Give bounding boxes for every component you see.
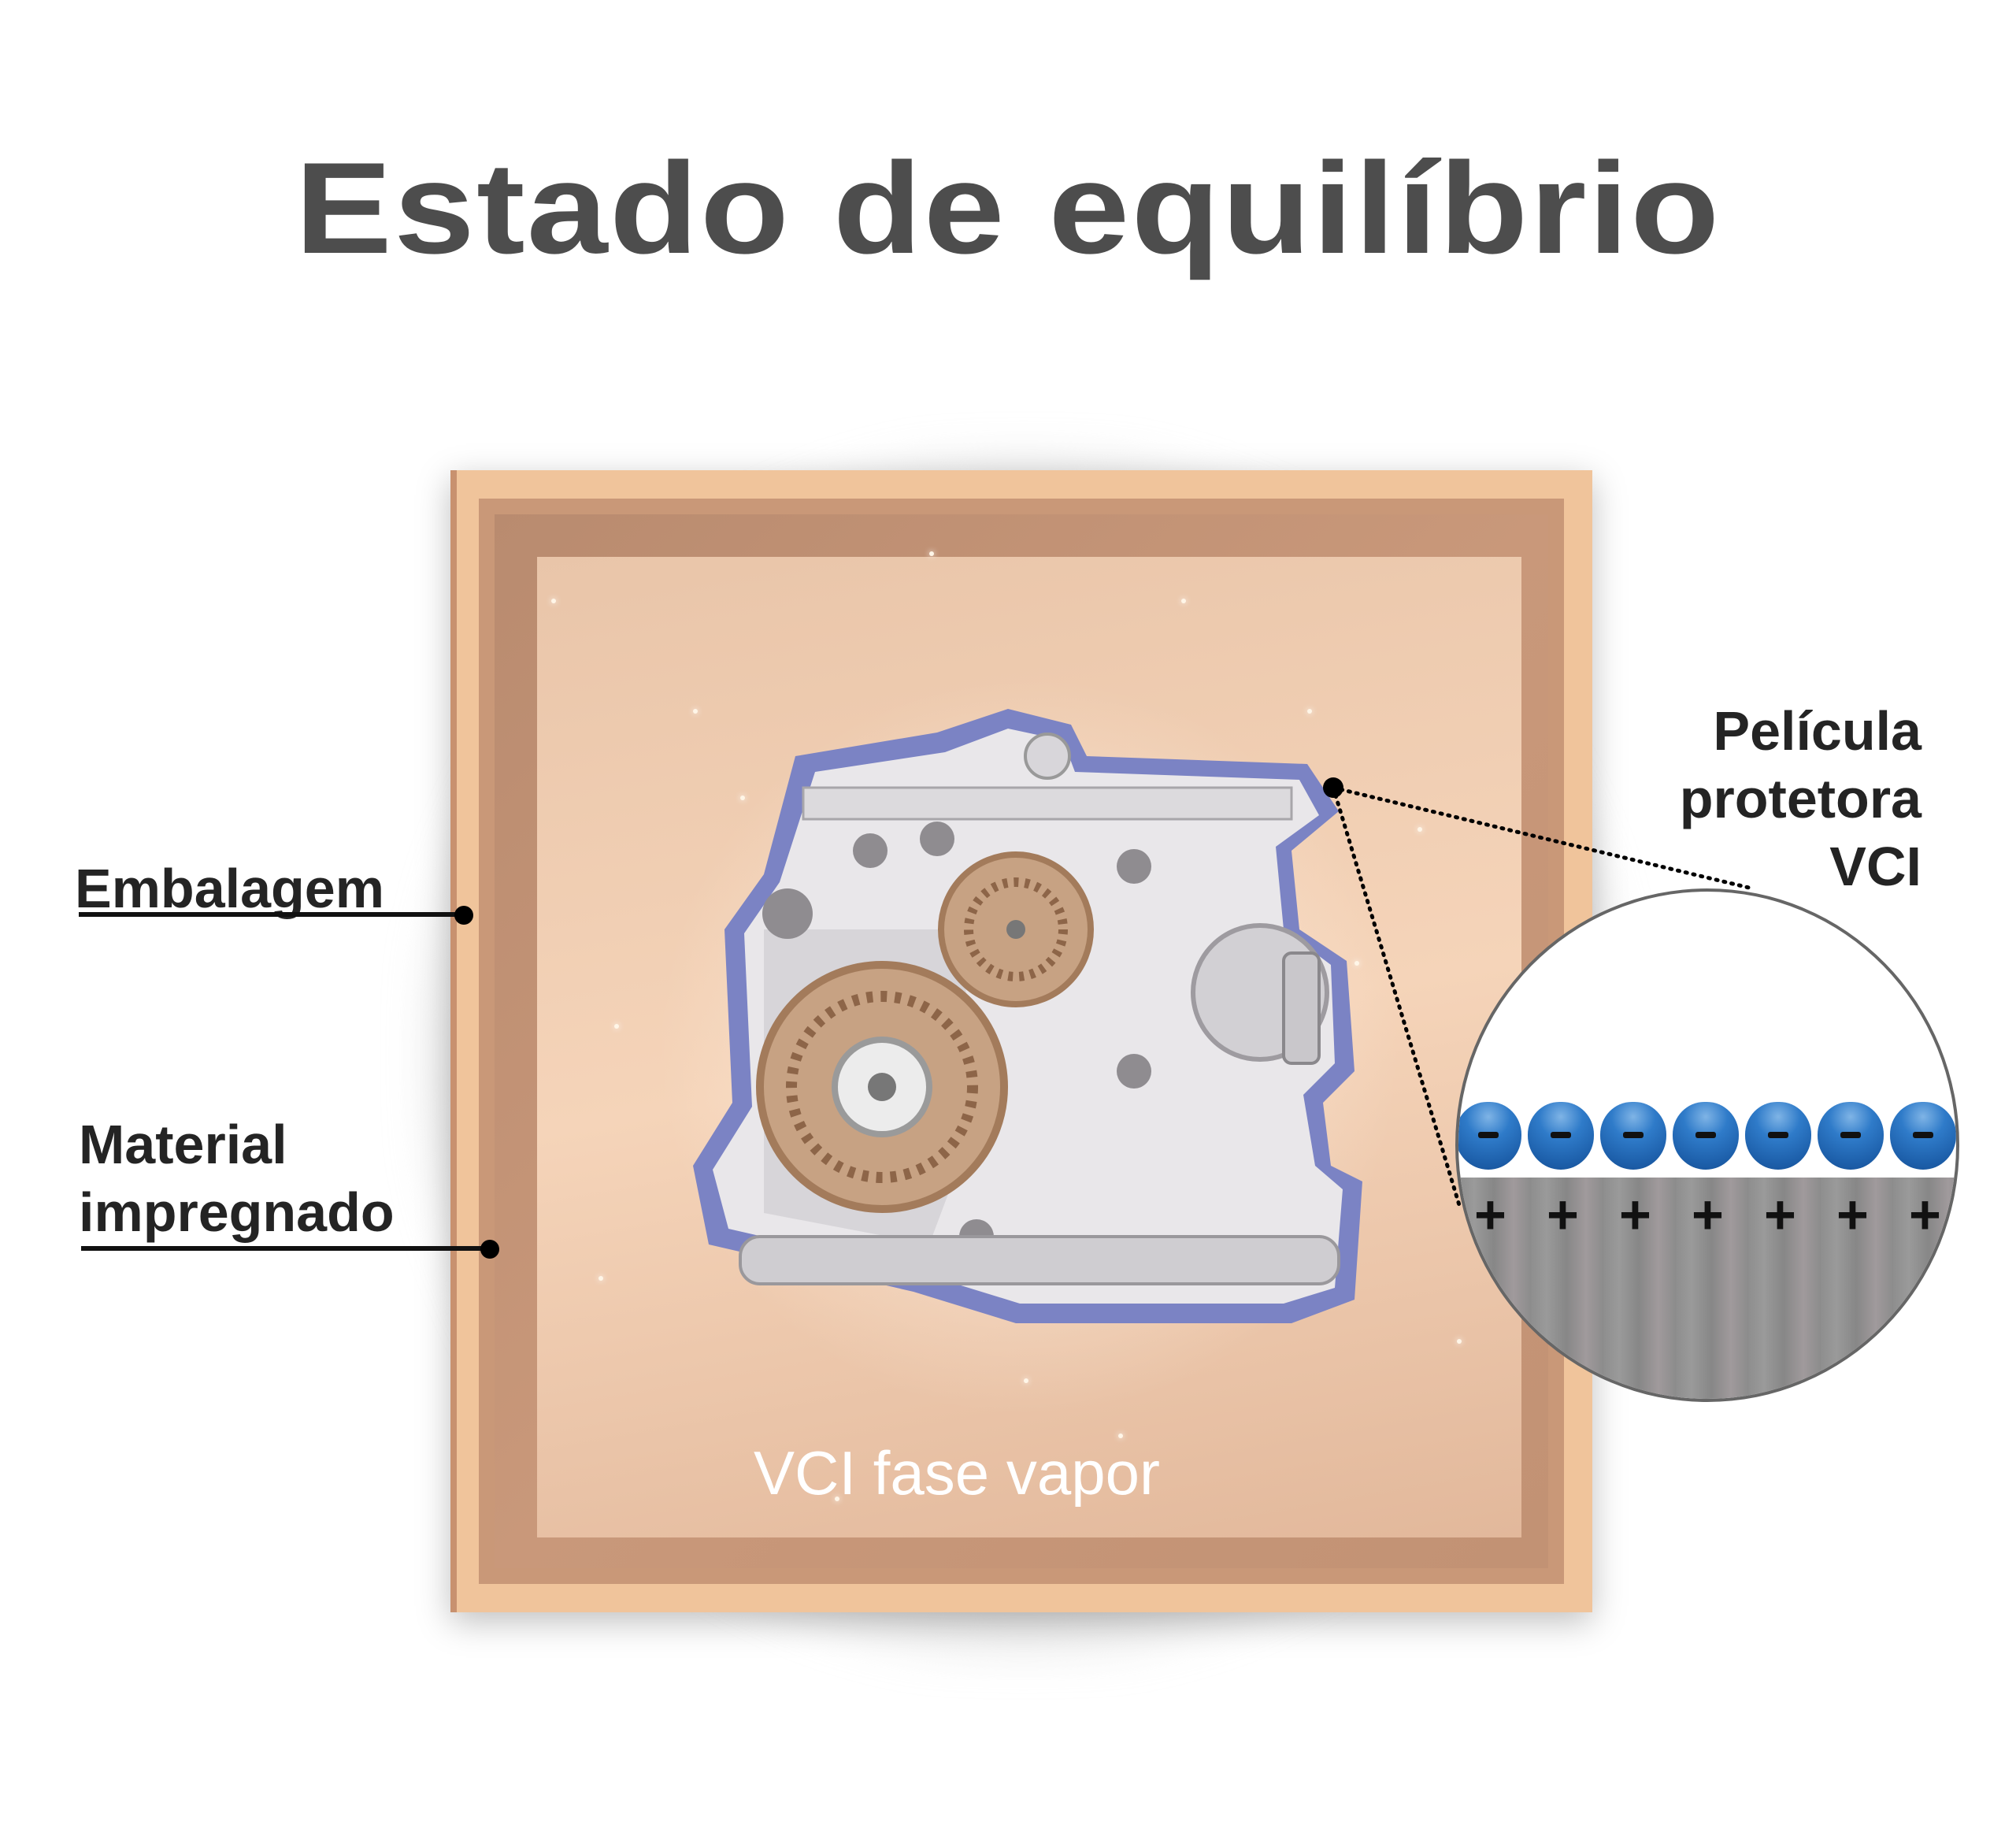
film-label-line3: VCI	[1829, 836, 1922, 897]
metal-surface	[1458, 1178, 1956, 1399]
magnifier-circle: + + + + + + +	[1455, 888, 1959, 1402]
positive-charge: +	[1764, 1184, 1796, 1245]
box-edge	[450, 470, 457, 1612]
film-label-line1: Película	[1713, 700, 1922, 762]
film-label-line2: protetora	[1679, 768, 1922, 829]
vci-film-label: Película protetora VCI	[1680, 697, 1922, 900]
negative-ion	[1528, 1102, 1594, 1170]
positive-charge: +	[1474, 1184, 1506, 1245]
impregnated-material-label: Material impregnado	[79, 1111, 395, 1246]
engine-part-illustration	[693, 709, 1362, 1323]
impregnated-leader-line	[81, 1246, 491, 1251]
vci-vapor-label: VCI fase vapor	[754, 1438, 1160, 1508]
page-title: Estado de equilíbrio	[295, 135, 1721, 280]
packaging-label: Embalagem	[75, 858, 384, 919]
negative-ion	[1458, 1102, 1521, 1170]
negative-ion	[1890, 1102, 1956, 1170]
positive-charge: +	[1619, 1184, 1651, 1245]
positive-charge: +	[1836, 1184, 1869, 1245]
negative-ion	[1673, 1102, 1739, 1170]
positive-charge: +	[1547, 1184, 1579, 1245]
impregnated-label-line1: Material	[79, 1114, 287, 1175]
negative-ion	[1745, 1102, 1811, 1170]
impregnated-label-line2: impregnado	[79, 1181, 395, 1243]
positive-charge: +	[1692, 1184, 1724, 1245]
negative-ion	[1600, 1102, 1666, 1170]
packaging-marker-dot	[454, 906, 473, 925]
negative-ion	[1818, 1102, 1884, 1170]
packaging-leader-line	[79, 912, 465, 917]
impregnated-marker-dot	[480, 1240, 499, 1259]
positive-charge: +	[1909, 1184, 1941, 1245]
